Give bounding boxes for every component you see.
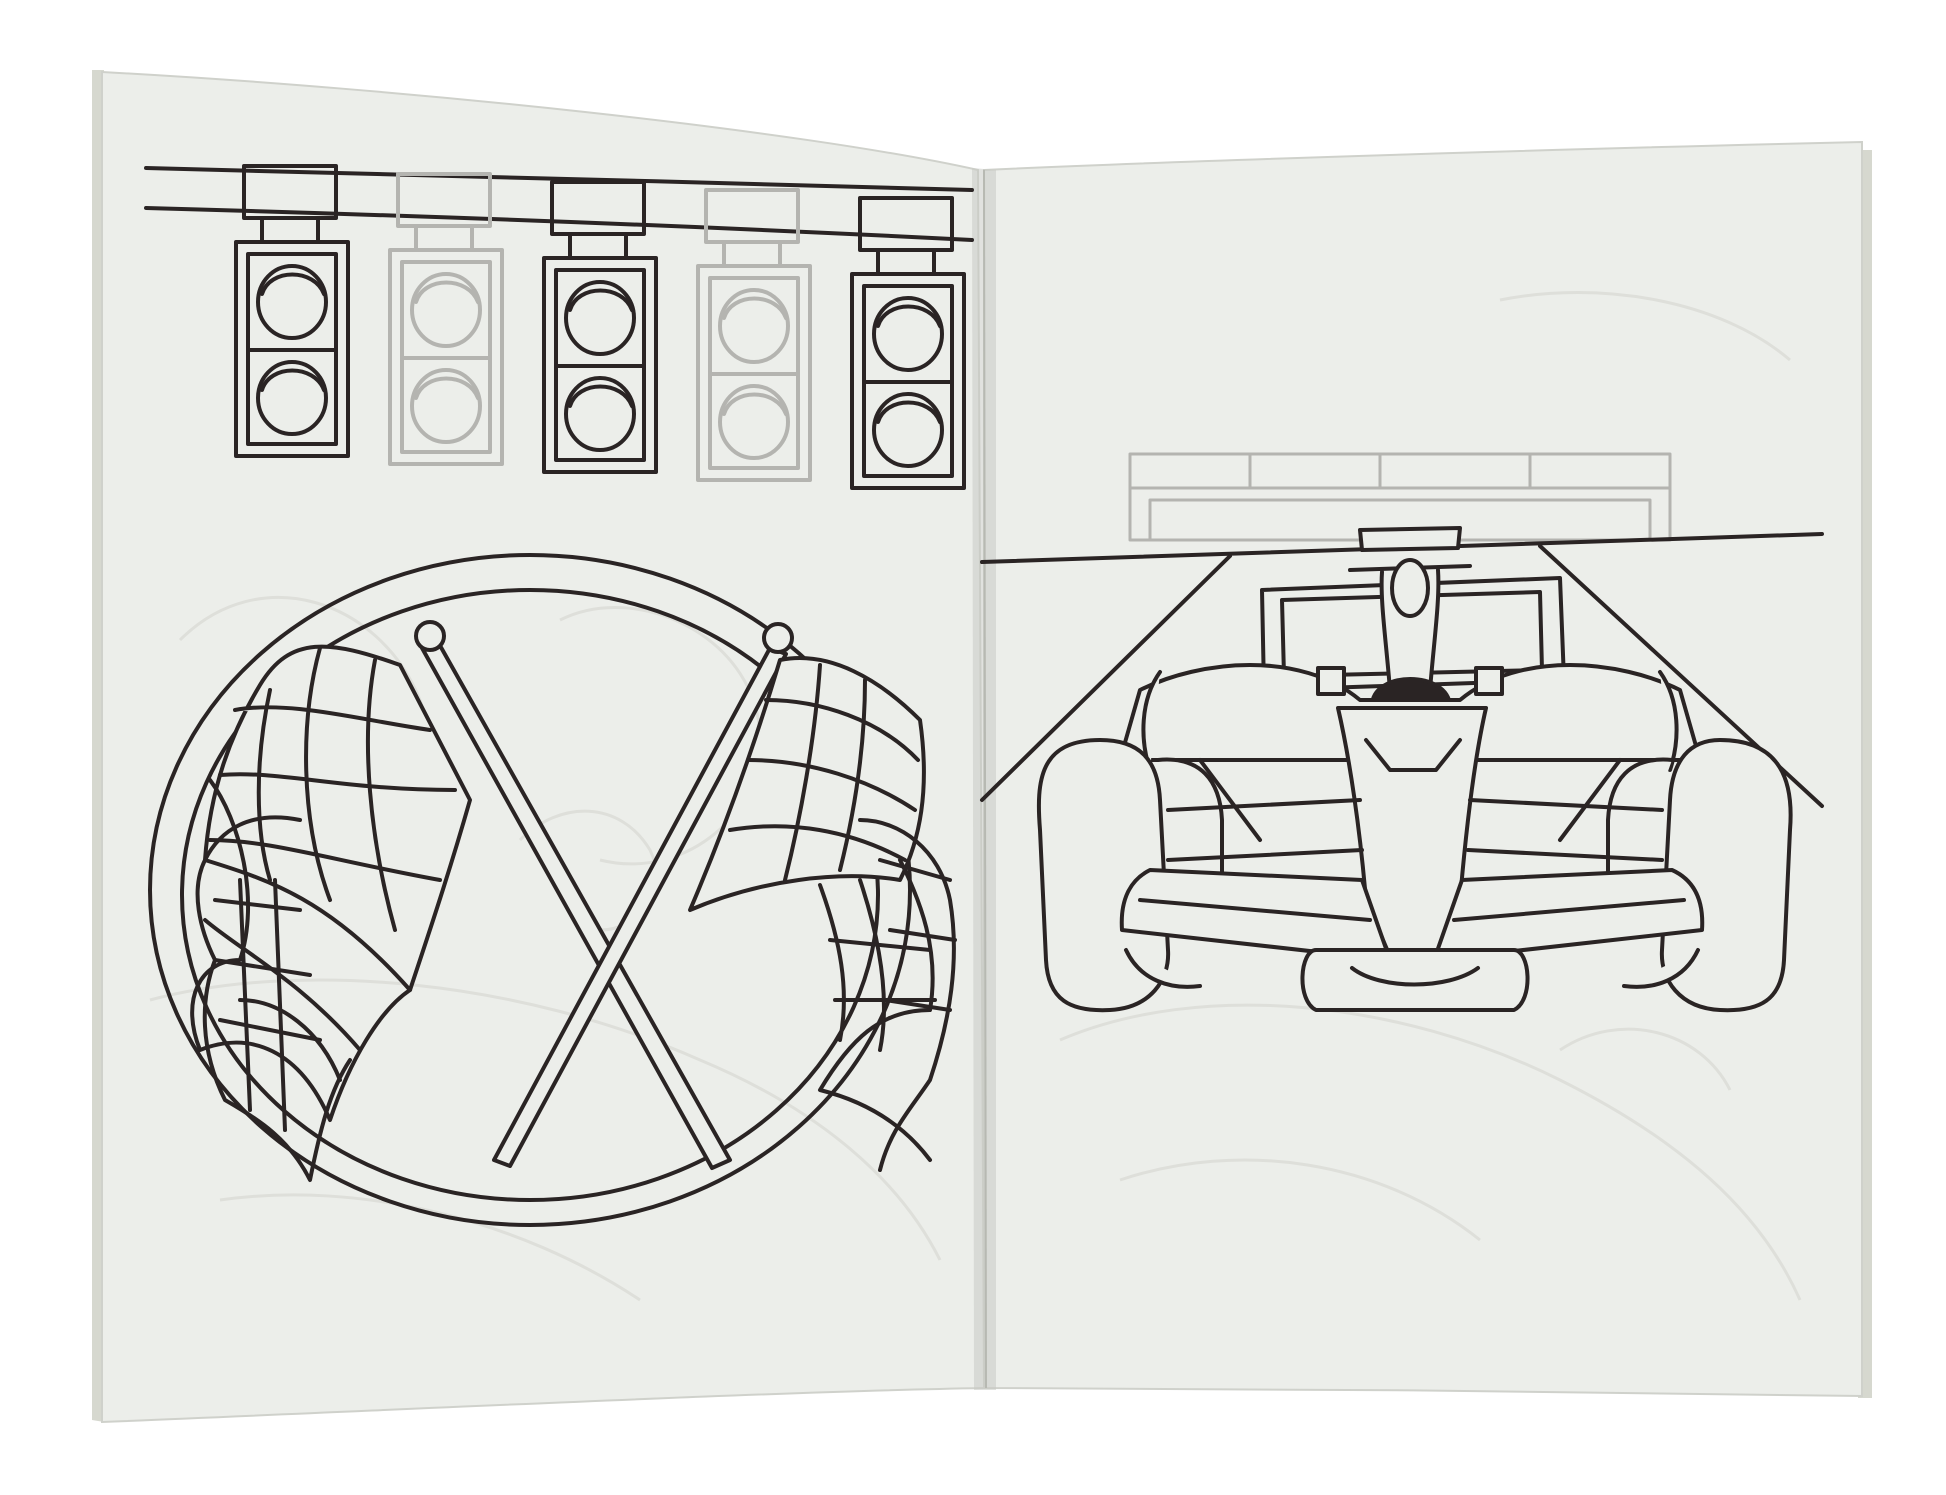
airbox <box>1348 526 1472 692</box>
left-pole-knob <box>414 620 446 652</box>
flag-poles <box>414 620 794 1170</box>
light-housing <box>542 256 658 474</box>
book-spine <box>972 168 996 1390</box>
right-page-show-through <box>1059 291 1802 1301</box>
starting-light-unit <box>696 188 812 482</box>
lamp-top <box>872 296 944 372</box>
lamp-bottom <box>872 392 944 468</box>
starting-light-unit <box>542 180 658 474</box>
lamp-top <box>410 272 482 348</box>
light-housing <box>850 272 966 490</box>
race-car-drawing <box>980 452 1824 1013</box>
lamp-top <box>718 288 790 364</box>
left-front-wheel <box>1036 738 1224 1013</box>
starting-lights-drawing <box>144 164 974 490</box>
right-checkered-flag <box>688 656 937 1162</box>
lamp-top <box>256 264 328 340</box>
track-edge-left <box>980 554 1232 802</box>
left-checkered-flag <box>190 644 472 1122</box>
light-housing <box>696 264 812 482</box>
lamp-bottom <box>256 360 328 436</box>
left-flag-back <box>195 815 352 1182</box>
right-pole-knob <box>762 622 794 654</box>
flag-ring-inner <box>180 588 880 1202</box>
light-housing <box>234 240 350 458</box>
starting-light-unit <box>388 172 504 466</box>
lamp-top <box>564 280 636 356</box>
flag-ring-outer <box>148 553 912 1227</box>
light-housing <box>388 248 504 466</box>
lamp-bottom <box>564 376 636 452</box>
crossed-flags-drawing <box>148 553 957 1227</box>
lamp-bottom <box>718 384 790 460</box>
starting-light-unit <box>850 196 966 490</box>
lamp-bottom <box>410 368 482 444</box>
right-flag-back <box>858 818 957 1172</box>
front-wing <box>1119 868 1705 1012</box>
gantry-wire-top <box>144 166 974 192</box>
suspension <box>1166 758 1664 862</box>
starting-light-unit <box>234 164 350 458</box>
